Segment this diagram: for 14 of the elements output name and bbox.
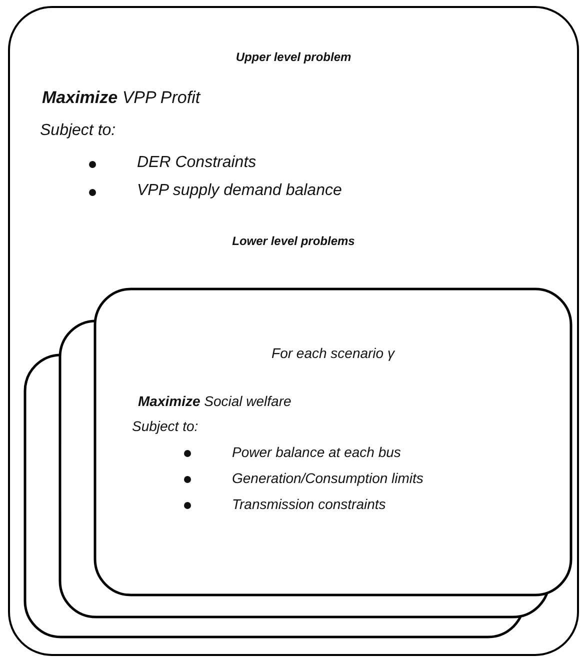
list-item: Transmission constraints bbox=[232, 496, 386, 512]
constraint-heading: Subject to: bbox=[132, 418, 198, 434]
heading: For each scenario γ bbox=[270, 345, 396, 361]
list-item: Generation/Consumption limits bbox=[232, 470, 424, 486]
list-item: DER Constraints bbox=[137, 154, 256, 172]
objective-text: Maximize VPP Profit bbox=[42, 88, 200, 108]
list-item: VPP supply demand balance bbox=[137, 182, 342, 200]
heading: Upper level problem bbox=[234, 50, 352, 64]
list-item: Power balance at each bus bbox=[232, 444, 401, 460]
objective-text: Maximize Social welfare bbox=[138, 393, 292, 409]
scenario-card-stack bbox=[24, 288, 572, 639]
subheading: Lower level problems bbox=[231, 234, 356, 248]
outer-panel bbox=[8, 6, 579, 656]
constraint-heading: Subject to: bbox=[40, 122, 116, 140]
